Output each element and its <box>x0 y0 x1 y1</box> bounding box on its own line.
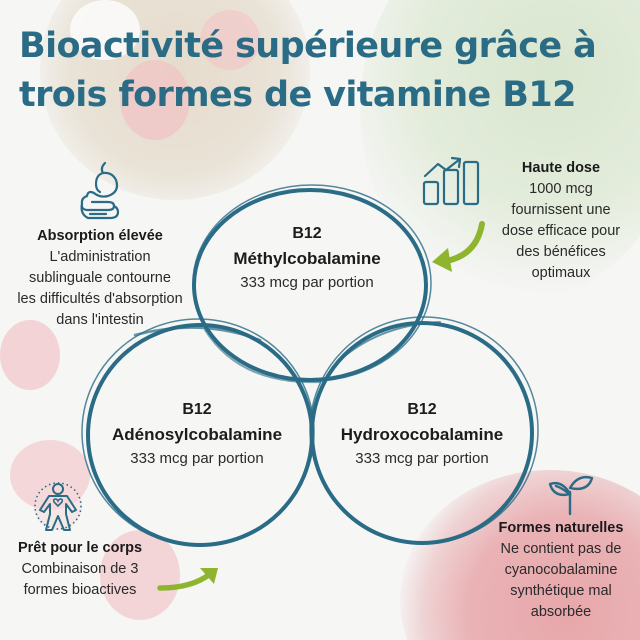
title-line-2: trois formes de vitamine B12 <box>19 75 576 115</box>
title-line-1: Bioactivité supérieure grâce à <box>19 26 597 66</box>
circle-dose: 333 mcg par portion <box>130 450 264 467</box>
arrow-bottom-left-icon <box>157 571 213 591</box>
strawberry-image <box>0 320 60 390</box>
page-title: Bioactivité supérieure grâce à trois for… <box>19 22 629 120</box>
circle-methylcobalamine: B12 Méthylcobalamine 333 mcg par portion <box>197 222 417 294</box>
strawberry-slice-image <box>200 10 260 70</box>
circle-label: B12 <box>182 401 212 418</box>
circle-label: B12 <box>407 401 437 418</box>
feature-line: synthétique mal <box>510 583 612 599</box>
circle-adenosylcobalamine: B12 Adénosylcobalamine 333 mcg par porti… <box>87 398 307 470</box>
stomach-icon <box>80 161 120 220</box>
circle-dose: 333 mcg par portion <box>355 450 489 467</box>
feature-absorption: Absorption élevée L'administration subli… <box>2 226 198 331</box>
strawberry-slice-image <box>120 60 190 140</box>
feature-line: dans l'intestin <box>56 312 144 328</box>
feature-line: Combinaison de 3 <box>21 561 139 577</box>
feature-heading: Formes naturelles <box>498 520 624 536</box>
sprout-icon <box>548 475 594 516</box>
feature-line: 1000 mcg <box>529 181 593 197</box>
feature-heading: Haute dose <box>521 160 601 176</box>
circle-methylcobalamine-ring <box>192 184 432 384</box>
feature-line: cyanocobalamine <box>504 562 618 578</box>
feature-line: L'administration <box>49 249 151 265</box>
circle-name: Méthylcobalamine <box>233 249 381 268</box>
circle-dose: 333 mcg par portion <box>240 274 374 291</box>
feature-line: fournissent une <box>511 202 611 218</box>
bar-chart-growth-icon <box>422 156 480 206</box>
feature-line: sublinguale contourne <box>29 270 171 286</box>
circle-name: Hydroxocobalamine <box>340 425 504 444</box>
feature-line: dose efficace pour <box>501 223 621 239</box>
feature-line: les difficultés d'absorption <box>17 291 183 307</box>
feature-line: formes bioactives <box>23 582 137 598</box>
feature-heading: Prêt pour le corps <box>17 540 143 556</box>
yogurt-image <box>70 0 140 60</box>
feature-heading: Absorption élevée <box>37 228 163 244</box>
feature-high-dose: Haute dose 1000 mcg fournissent une dose… <box>488 158 634 284</box>
circle-hydroxocobalamine: B12 Hydroxocobalamine 333 mcg par portio… <box>312 398 532 470</box>
feature-line: optimaux <box>531 265 591 281</box>
feature-line: Ne contient pas de <box>500 541 622 557</box>
feature-line: absorbée <box>530 604 592 620</box>
circle-label: B12 <box>292 225 322 242</box>
feature-body-ready: Prêt pour le corps Combinaison de 3 form… <box>0 538 160 601</box>
circle-name: Adénosylcobalamine <box>111 425 283 444</box>
strawberry-image <box>100 530 180 620</box>
body-heart-icon <box>34 482 82 531</box>
feature-natural-forms: Formes naturelles Ne contient pas de cya… <box>486 518 636 623</box>
circle-hydroxocobalamine-ring <box>309 316 539 545</box>
feature-line: des bénéfices <box>516 244 606 260</box>
